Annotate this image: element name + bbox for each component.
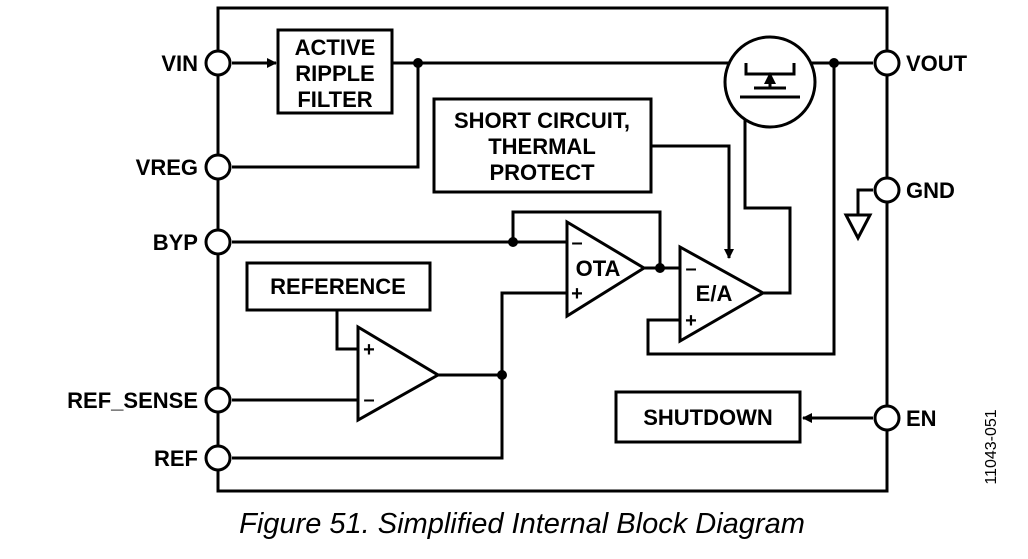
shutdown-block: SHUTDOWN bbox=[614, 390, 802, 444]
short-circuit-line3: PROTECT bbox=[489, 160, 595, 185]
pin-ref-sense bbox=[204, 386, 232, 414]
pins bbox=[204, 49, 901, 472]
reference-buffer-amplifier: + – bbox=[356, 324, 441, 423]
ota-plus-sign: + bbox=[571, 283, 583, 305]
ref-amp-plus-sign: + bbox=[363, 339, 375, 361]
pin-vreg bbox=[204, 153, 232, 181]
error-amplifier: E/A – + bbox=[678, 244, 767, 344]
pin-labels: VIN VREG BYP REF_SENSE REF VOUT GND EN bbox=[67, 51, 968, 471]
short-circuit-block: SHORT CIRCUIT, THERMAL PROTECT bbox=[432, 97, 653, 194]
active-ripple-filter-block: ACTIVE RIPPLE FILTER bbox=[276, 28, 394, 115]
figure-caption: Figure 51. Simplified Internal Block Dia… bbox=[239, 508, 805, 540]
reference-label: REFERENCE bbox=[270, 274, 406, 299]
short-circuit-line2: THERMAL bbox=[488, 134, 596, 159]
pin-label-ref: REF bbox=[154, 446, 198, 471]
ref-amp-minus-sign: – bbox=[363, 389, 374, 411]
ota-minus-sign: – bbox=[571, 232, 582, 254]
pin-label-vout: VOUT bbox=[906, 51, 968, 76]
pin-vin bbox=[204, 49, 232, 77]
pin-gnd bbox=[873, 176, 901, 204]
pin-ref bbox=[204, 444, 232, 472]
junction-dots bbox=[413, 58, 839, 380]
error-amp-minus-sign: – bbox=[685, 258, 696, 280]
active-ripple-filter-line3: FILTER bbox=[297, 87, 372, 112]
pin-vout bbox=[873, 49, 901, 77]
pin-byp bbox=[204, 228, 232, 256]
shutdown-label: SHUTDOWN bbox=[643, 405, 773, 430]
pin-label-gnd: GND bbox=[906, 178, 955, 203]
ota-label: OTA bbox=[576, 256, 621, 281]
pin-label-vreg: VREG bbox=[136, 155, 198, 180]
error-amp-label: E/A bbox=[696, 281, 733, 306]
error-amp-plus-sign: + bbox=[685, 310, 697, 332]
pin-label-ref-sense: REF_SENSE bbox=[67, 388, 198, 413]
active-ripple-filter-line2: RIPPLE bbox=[295, 61, 374, 86]
figure-id: 11043-051 bbox=[983, 409, 1000, 484]
active-ripple-filter-line1: ACTIVE bbox=[295, 35, 376, 60]
pin-label-en: EN bbox=[906, 406, 937, 431]
ota-amplifier: OTA – + bbox=[565, 219, 647, 319]
reference-block: REFERENCE bbox=[245, 261, 432, 312]
short-circuit-line1: SHORT CIRCUIT, bbox=[454, 108, 630, 133]
pin-label-byp: BYP bbox=[153, 230, 198, 255]
pin-label-vin: VIN bbox=[161, 51, 198, 76]
pass-transistor bbox=[723, 35, 817, 129]
pin-en bbox=[873, 404, 901, 432]
